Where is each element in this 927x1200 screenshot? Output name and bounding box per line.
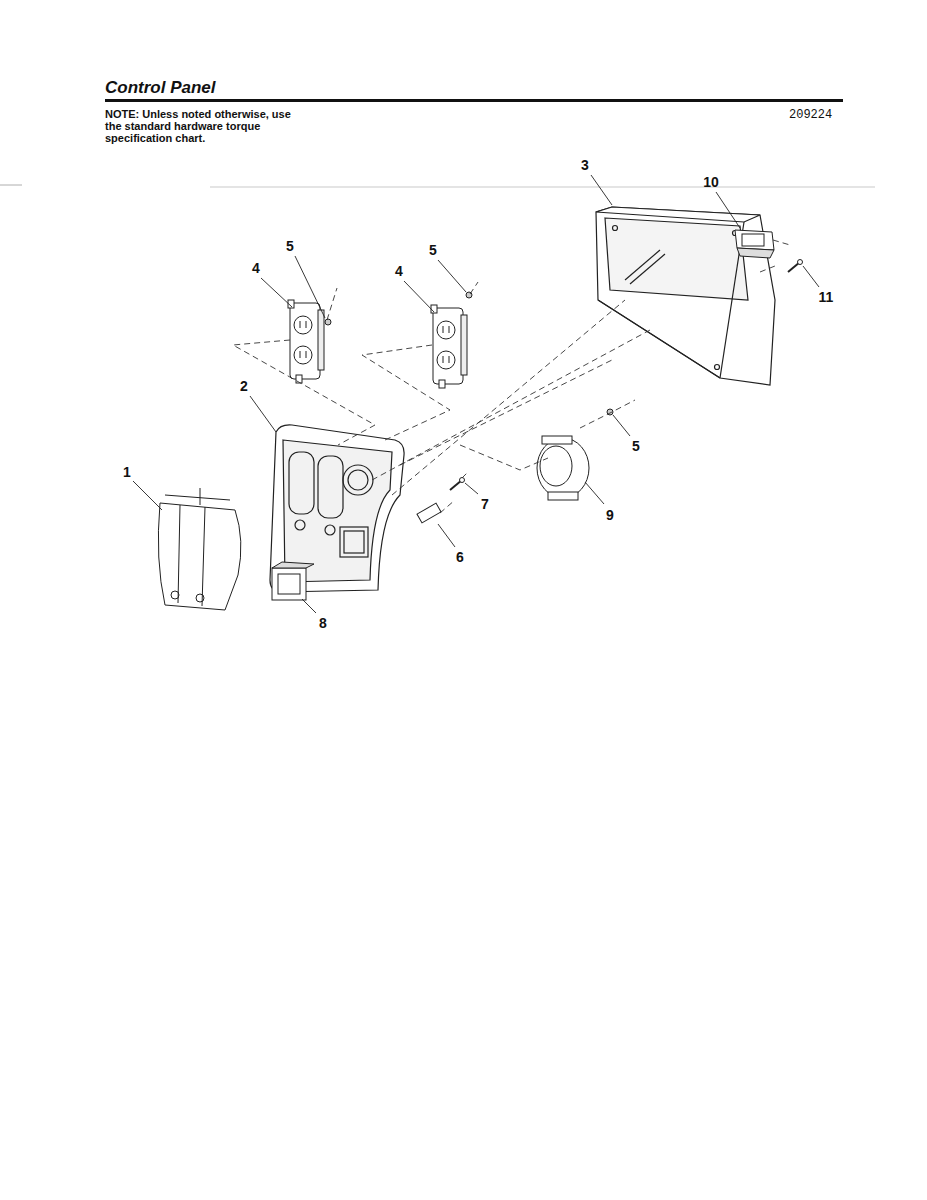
callout-number: 3 <box>581 158 589 172</box>
screw <box>450 478 465 491</box>
callout-number: 4 <box>252 261 260 275</box>
nut <box>325 292 613 415</box>
callout-number: 2 <box>240 379 248 393</box>
assembly-lines <box>233 240 790 513</box>
cover <box>158 488 241 610</box>
page-rule <box>210 187 875 188</box>
callout-number: 4 <box>395 264 403 278</box>
screw <box>788 260 803 273</box>
figure-number: 209224 <box>789 108 832 122</box>
callout-number: 8 <box>319 616 327 630</box>
callout-number: 7 <box>481 497 489 511</box>
callout-number: 10 <box>703 175 719 189</box>
callout-number: 5 <box>286 239 294 253</box>
leader-lines <box>133 175 819 613</box>
callout-number: 5 <box>429 243 437 257</box>
page-title: Control Panel <box>105 78 216 98</box>
faceplate <box>270 425 404 592</box>
breaker <box>417 503 441 523</box>
page-rule <box>0 185 22 186</box>
callout-number: 9 <box>606 508 614 522</box>
receptacle <box>288 300 324 383</box>
title-rule <box>105 99 843 102</box>
callout-number: 1 <box>123 465 131 479</box>
switch <box>272 562 314 600</box>
receptacle <box>431 305 467 388</box>
note-text: NOTE: Unless noted otherwise, use the st… <box>105 108 305 144</box>
switch <box>735 230 774 258</box>
callout-number: 5 <box>632 439 640 453</box>
housing <box>596 207 775 385</box>
callout-number: 6 <box>456 550 464 564</box>
twist-lock-outlet <box>537 436 589 500</box>
callout-number: 11 <box>819 290 834 304</box>
